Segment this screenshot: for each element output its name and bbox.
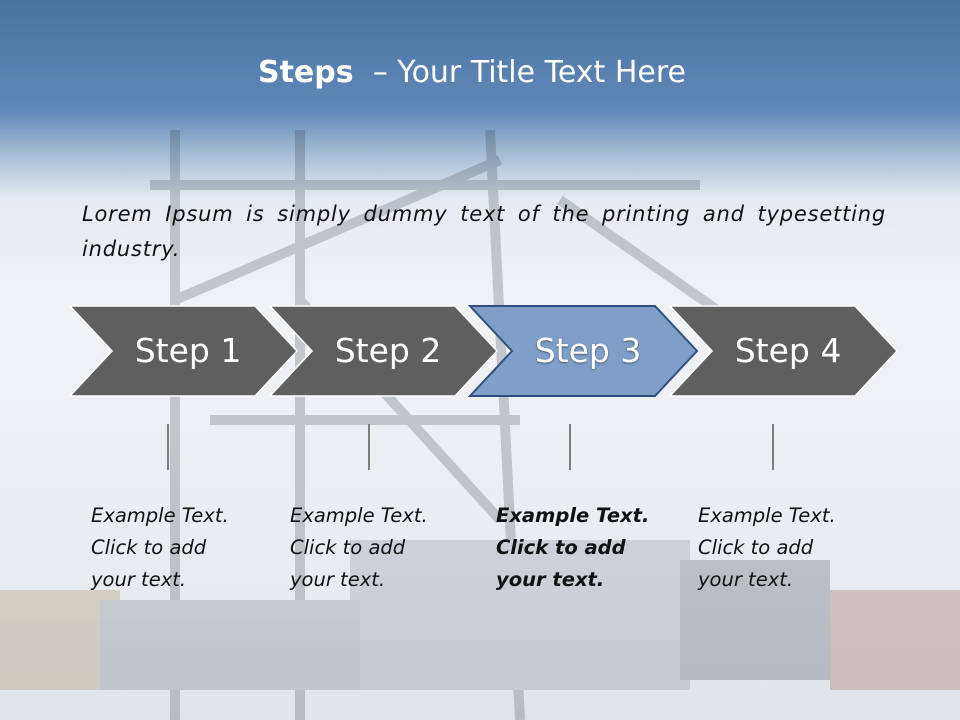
step-4-note-line-3: your text. xyxy=(698,568,794,591)
step-3-connector xyxy=(569,424,571,470)
step-2-note-line-1: Example Text. xyxy=(290,504,428,527)
step-4-note[interactable]: Example Text. Click to add your text. xyxy=(698,500,868,596)
step-1-note-line-1: Example Text. xyxy=(91,504,229,527)
step-1-note-line-3: your text. xyxy=(91,568,187,591)
step-4-note-line-1: Example Text. xyxy=(698,504,836,527)
step-1-connector xyxy=(167,424,169,470)
step-2-label[interactable]: Step 2 xyxy=(334,331,442,370)
title-bold-part: Steps xyxy=(257,55,354,90)
step-2-note-line-3: your text. xyxy=(290,568,386,591)
step-2-note[interactable]: Example Text. Click to add your text. xyxy=(290,500,460,596)
step-2-note-line-2: Click to add xyxy=(290,536,406,559)
step-3-note-line-3: your text. xyxy=(496,568,605,591)
step-1-label[interactable]: Step 1 xyxy=(134,331,242,370)
step-3-label[interactable]: Step 3 xyxy=(534,331,642,370)
step-4-connector xyxy=(772,424,774,470)
title-rest-part: – Your Title Text Here xyxy=(372,55,686,90)
step-1-note-line-2: Click to add xyxy=(91,536,207,559)
step-3-note-line-2: Click to add xyxy=(496,536,626,559)
step-4-label[interactable]: Step 4 xyxy=(734,331,842,370)
step-1-note[interactable]: Example Text. Click to add your text. xyxy=(91,500,261,596)
step-3-note[interactable]: Example Text. Click to add your text. xyxy=(496,500,666,596)
slide-title: Steps – Your Title Text Here xyxy=(0,55,944,90)
step-3-note-line-1: Example Text. xyxy=(496,504,650,527)
step-2-connector xyxy=(368,424,370,470)
step-4-note-line-2: Click to add xyxy=(698,536,814,559)
lead-paragraph: Lorem Ipsum is simply dummy text of the … xyxy=(82,202,886,261)
